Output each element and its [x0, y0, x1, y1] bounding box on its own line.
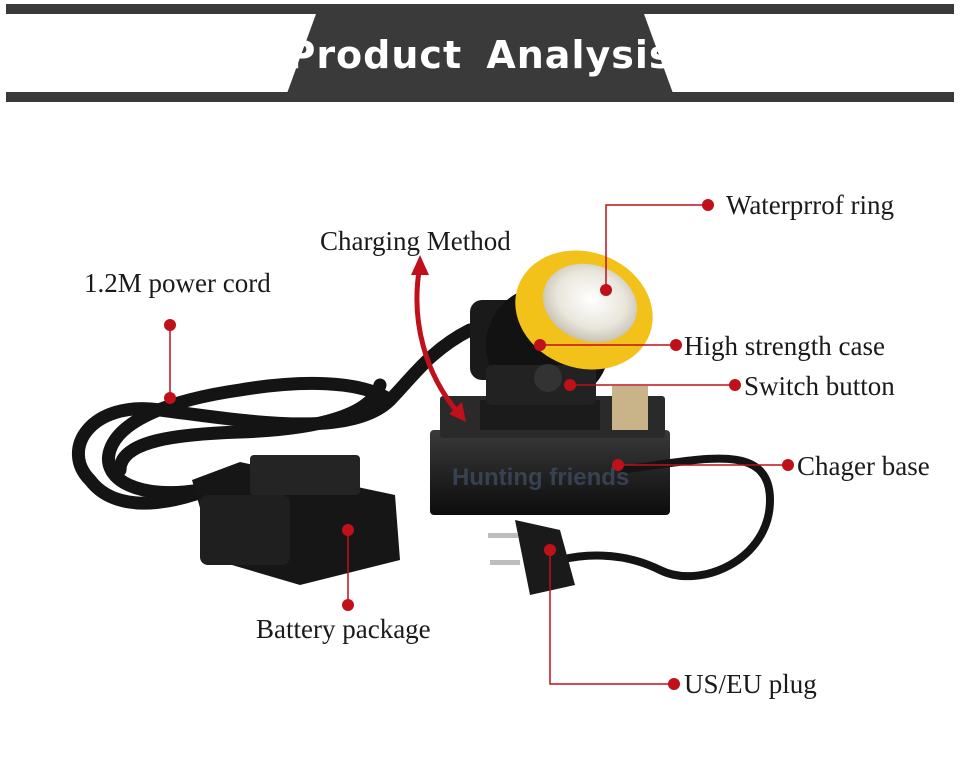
callout-dot-waterproof-ring [702, 199, 714, 211]
callout-dot-battery-end [342, 599, 354, 611]
callout-dot-battery [342, 524, 354, 536]
callout-dot-switch [564, 379, 576, 391]
label-power-cord: 1.2M power cord [84, 268, 271, 298]
callout-dot-plug-end [668, 678, 680, 690]
charger-base [430, 386, 670, 515]
power-cord [72, 323, 477, 510]
callout-dot-cord [164, 392, 176, 404]
callout-dot-case-end [670, 339, 682, 351]
label-plug: US/EU plug [684, 669, 817, 699]
plug [488, 454, 775, 595]
callout-dot-cord-top [164, 319, 176, 331]
label-high-strength-case: High strength case [684, 331, 885, 361]
banner-top-line [6, 4, 954, 14]
callout-lines [169, 204, 788, 685]
label-charging-method: Charging Method [320, 226, 511, 256]
label-battery-package: Battery package [256, 614, 431, 644]
banner-plate [286, 14, 674, 96]
callout-dot-switch-end [729, 379, 741, 391]
callout-dot-plug [544, 544, 556, 556]
watermark: Hunting friends [452, 464, 629, 491]
battery-pack [192, 455, 400, 585]
label-charger-base: Chager base [797, 451, 930, 481]
label-waterproof-ring: Waterprrof ring [726, 190, 894, 220]
page-title: Product Analysis [287, 33, 673, 77]
callout-dot-base-end [782, 459, 794, 471]
lamp-head [470, 250, 653, 405]
callout-dot-case [534, 339, 546, 351]
callout-dot-lens [600, 284, 612, 296]
banner-bottom-line [6, 92, 954, 102]
callout-dots [164, 199, 794, 690]
callout-dot-base [612, 459, 624, 471]
charging-arrow-icon [411, 255, 466, 422]
label-switch-button: Switch button [744, 371, 895, 401]
